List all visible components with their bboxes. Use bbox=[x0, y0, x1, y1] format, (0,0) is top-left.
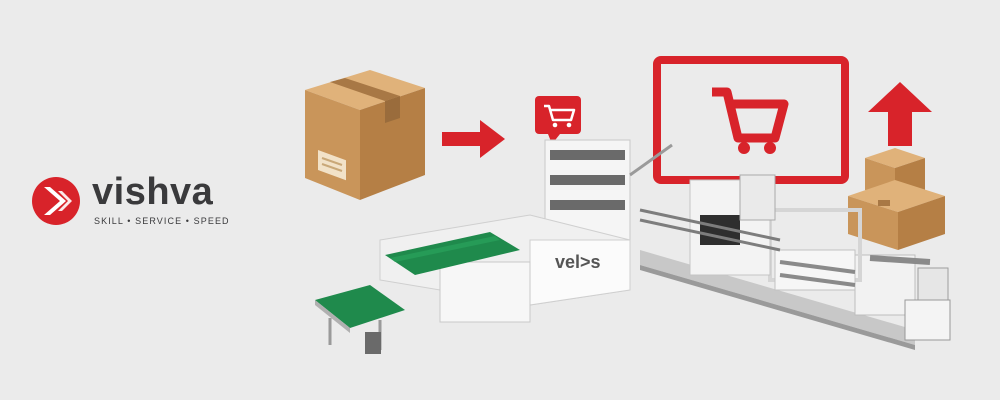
brand-name: vishva bbox=[92, 171, 214, 213]
monitor-cart-icon bbox=[653, 56, 849, 184]
vishva-logo-mark-icon bbox=[32, 177, 80, 225]
brand-tagline: SKILL • SERVICE • SPEED bbox=[94, 216, 230, 226]
stacked-boxes-icon bbox=[848, 148, 945, 250]
cart-bubble-icon bbox=[535, 96, 581, 144]
machine-label: vel>s bbox=[555, 252, 601, 272]
box-icon bbox=[305, 70, 425, 200]
arrow-up-icon bbox=[868, 82, 932, 146]
machine: vel>s bbox=[315, 139, 951, 354]
arrow-right-icon bbox=[442, 120, 505, 158]
brand-logo[interactable]: vishva SKILL • SERVICE • SPEED bbox=[30, 171, 240, 227]
